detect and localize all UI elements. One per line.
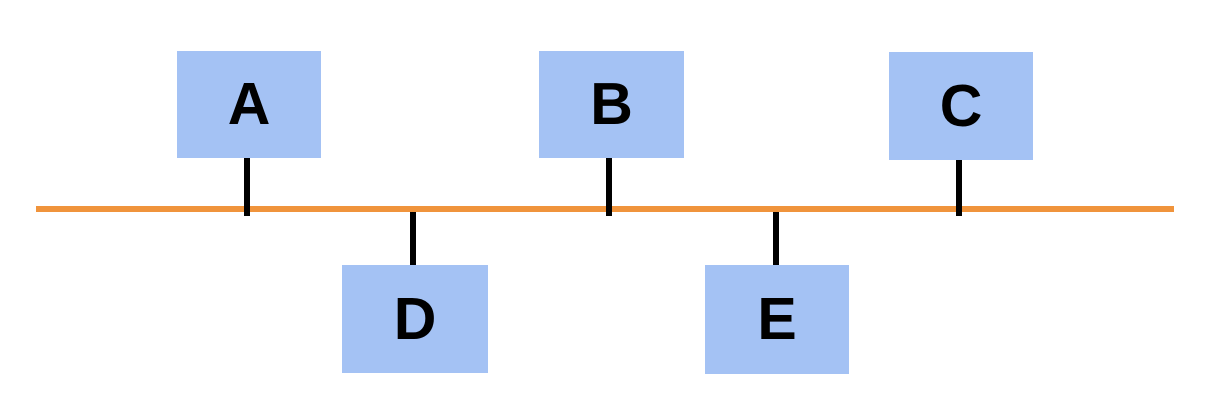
node-c: C [889,52,1033,160]
node-d-label: D [393,285,437,352]
node-e: E [705,265,849,374]
connector-node-c [956,159,962,216]
node-c-label: C [939,72,983,139]
node-a-label: A [227,71,271,137]
connector-node-b [606,157,612,216]
node-b-label: B [590,71,633,137]
connector-node-d [410,212,416,266]
node-d: D [342,265,488,373]
bus-line [36,206,1174,212]
connector-node-e [773,212,779,266]
node-e-label: E [757,286,797,352]
connector-node-a [244,157,250,216]
node-b: B [539,51,684,158]
node-a: A [177,51,321,158]
